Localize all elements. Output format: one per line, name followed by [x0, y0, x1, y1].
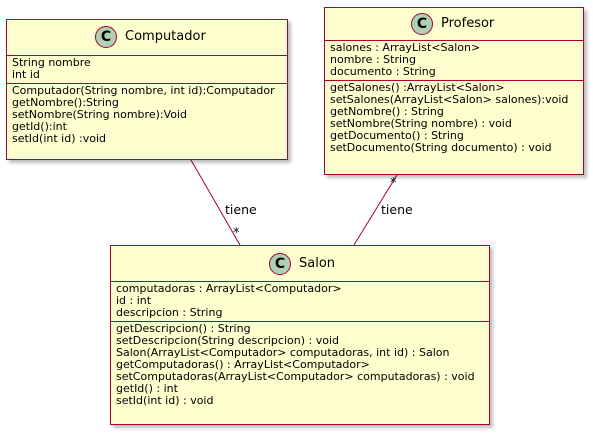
- method: setId(int id) :void: [12, 132, 106, 145]
- association-label-profesor-salon: tiene: [381, 202, 413, 217]
- method: getSalones() :ArrayList<Salon>: [330, 81, 505, 94]
- attribute: int id: [12, 68, 40, 81]
- class-icon: C: [411, 13, 433, 35]
- multiplicity-profesor-salon: *: [390, 176, 397, 191]
- method: setDocumento(String documento) : void: [330, 141, 552, 154]
- class-profesor[interactable]: C Profesor salones : ArrayList<Salon> no…: [324, 7, 584, 175]
- class-profesor-name: Profesor: [441, 16, 495, 31]
- multiplicity-computador-salon: *: [233, 226, 240, 241]
- association-label-computador-salon: tiene: [225, 202, 257, 217]
- attribute: nombre : String: [330, 53, 416, 66]
- method: getNombre():String: [12, 96, 119, 109]
- method: getDocumento() : String: [330, 129, 464, 142]
- method: getNombre() : String: [330, 105, 444, 118]
- attribute: id : int: [116, 294, 152, 307]
- class-salon-name: Salon: [299, 256, 336, 271]
- class-salon-header: C Salon: [111, 246, 489, 282]
- class-profesor-attributes: salones : ArrayList<Salon> nombre : Stri…: [325, 41, 583, 81]
- class-profesor-methods: getSalones() :ArrayList<Salon> setSalone…: [325, 81, 583, 156]
- method: setId(int id) : void: [116, 394, 214, 407]
- method: Salon(ArrayList<Computador> computadoras…: [116, 346, 450, 359]
- association-line-computador-salon: [190, 159, 241, 246]
- attribute: computadoras : ArrayList<Computador>: [116, 282, 342, 295]
- method: Computador(String nombre, int id):Comput…: [12, 84, 275, 97]
- method: getDescripcion() : String: [116, 322, 251, 335]
- attribute: documento : String: [330, 65, 436, 78]
- class-computador-methods: Computador(String nombre, int id):Comput…: [7, 84, 287, 147]
- attribute: descripcion : String: [116, 306, 223, 319]
- class-salon[interactable]: C Salon computadoras : ArrayList<Computa…: [110, 245, 490, 425]
- method: getId():int: [12, 120, 67, 133]
- class-icon: C: [269, 253, 291, 275]
- association-line-profesor-salon: [353, 174, 398, 246]
- class-profesor-header: C Profesor: [325, 8, 583, 41]
- method: getId() : int: [116, 382, 178, 395]
- class-computador-attributes: String nombre int id: [7, 56, 287, 84]
- method: setComputadoras(ArrayList<Computador> co…: [116, 370, 475, 383]
- class-computador-name: Computador: [125, 29, 206, 44]
- method: getComputadoras() : ArrayList<Computador…: [116, 358, 370, 371]
- attribute: String nombre: [12, 56, 91, 69]
- method: setNombre(String nombre):Void: [12, 108, 188, 121]
- class-computador-header: C Computador: [7, 20, 287, 56]
- class-icon: C: [95, 26, 117, 48]
- method: setNombre(String nombre) : void: [330, 117, 512, 130]
- attribute: salones : ArrayList<Salon>: [330, 41, 481, 54]
- class-computador[interactable]: C Computador String nombre int id Comput…: [6, 19, 288, 160]
- method: setSalones(ArrayList<Salon> salones):voi…: [330, 93, 569, 106]
- class-salon-methods: getDescripcion() : String setDescripcion…: [111, 322, 489, 409]
- class-salon-attributes: computadoras : ArrayList<Computador> id …: [111, 282, 489, 322]
- method: setDescripcion(String descripcion) : voi…: [116, 334, 339, 347]
